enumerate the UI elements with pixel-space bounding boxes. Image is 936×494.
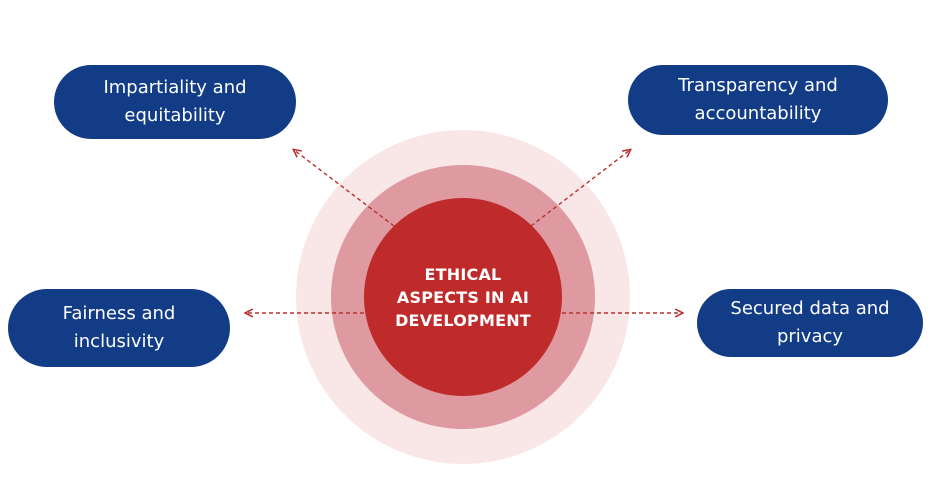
aspect-secured-data-line-2: privacy — [776, 326, 844, 347]
aspect-impartiality-line-1: Impartiality and — [103, 77, 247, 98]
aspect-transparency-line-2: accountability — [694, 103, 822, 124]
aspect-impartiality: Impartiality and equitability — [54, 65, 296, 139]
core-circle — [364, 198, 562, 396]
center-title-line-3: DEVELOPMENT — [395, 310, 531, 330]
aspect-fairness-line-1: Fairness and — [62, 303, 176, 324]
aspect-transparency-line-1: Transparency and — [678, 75, 838, 96]
aspect-fairness: Fairness and inclusivity — [8, 289, 230, 367]
aspect-transparency: Transparency and accountability — [628, 65, 888, 135]
aspect-secured-data-line-1: Secured data and — [730, 298, 890, 319]
aspect-impartiality-line-2: equitability — [124, 105, 226, 126]
aspect-secured-data: Secured data and privacy — [697, 289, 923, 357]
center-title-line-1: ETHICAL — [424, 264, 502, 284]
center-title-line-2: ASPECTS IN AI — [396, 287, 530, 307]
aspect-fairness-line-2: inclusivity — [73, 331, 165, 352]
center-title: ETHICAL ASPECTS IN AI DEVELOPMENT — [364, 198, 562, 396]
